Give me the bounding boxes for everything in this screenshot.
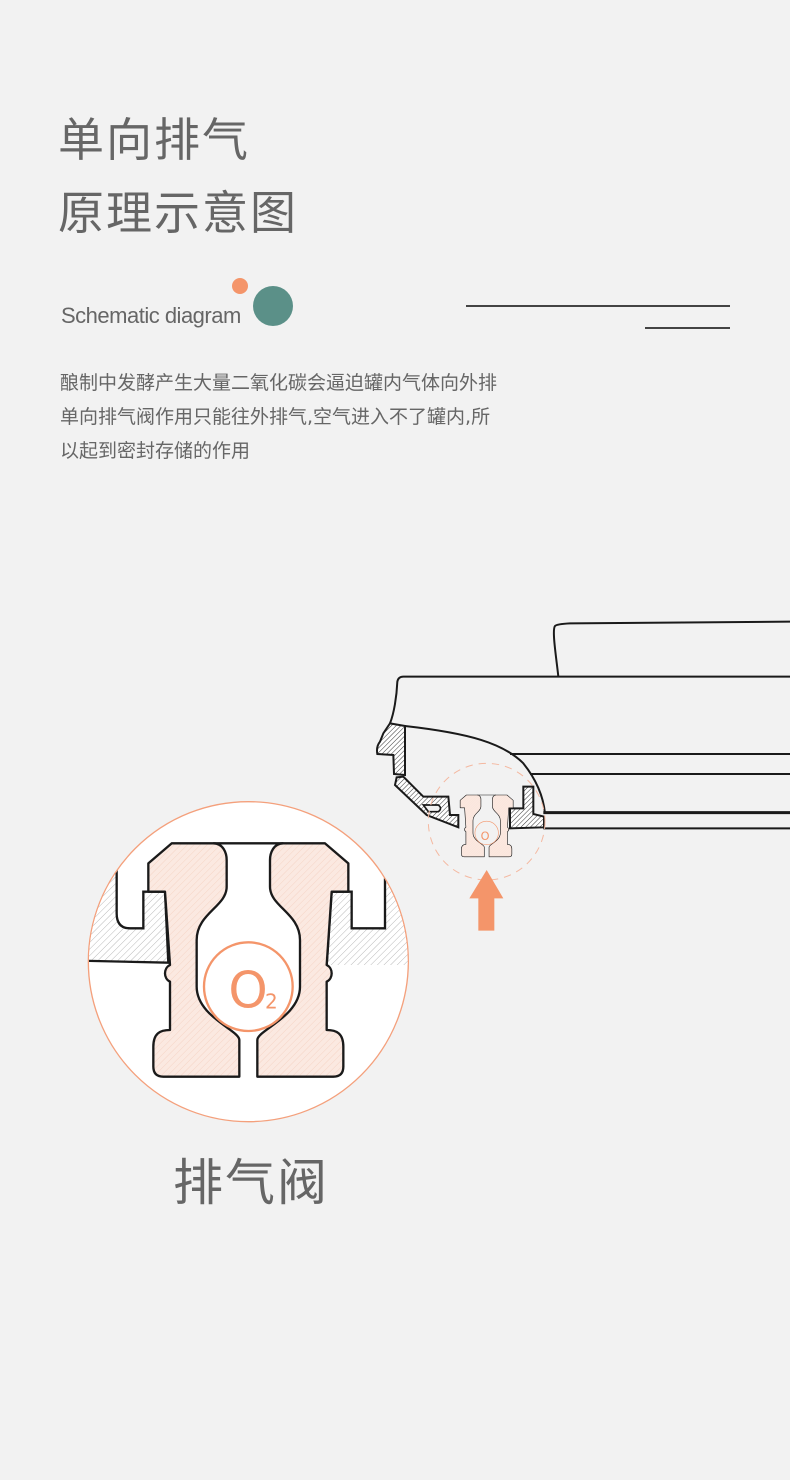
gas-subscript: 2 <box>265 989 278 1013</box>
divider-short <box>645 327 730 329</box>
title-line-2: 原理示意图 <box>58 186 298 240</box>
gas-label: O <box>228 961 267 1019</box>
decorative-dots <box>232 278 293 326</box>
part-label: 排气阀 <box>173 1154 329 1212</box>
description-line: 酿制中发酵产生大量二氧化碳会逼迫罐内气体向外排 <box>60 372 498 394</box>
description-line: 以起到密封存储的作用 <box>60 440 251 462</box>
gas-label-small: O <box>481 829 490 843</box>
valve-detail-magnified: O 2 <box>87 801 409 1123</box>
title-line-1: 单向排气 <box>58 113 250 167</box>
divider-long <box>466 305 730 307</box>
zoom-indicator-circle <box>427 762 546 881</box>
exhaust-valve-small <box>459 794 514 858</box>
lid-cross-section: O <box>376 620 790 931</box>
up-arrow-icon <box>469 870 504 931</box>
orange-dot-icon <box>232 278 248 294</box>
description: 酿制中发酵产生大量二氧化碳会逼迫罐内气体向外排 单向排气阀作用只能往外排气,空气… <box>60 366 580 468</box>
teal-dot-icon <box>253 286 293 326</box>
subtitle: Schematic diagram <box>61 303 241 328</box>
description-line: 单向排气阀作用只能往外排气,空气进入不了罐内,所 <box>60 406 491 428</box>
